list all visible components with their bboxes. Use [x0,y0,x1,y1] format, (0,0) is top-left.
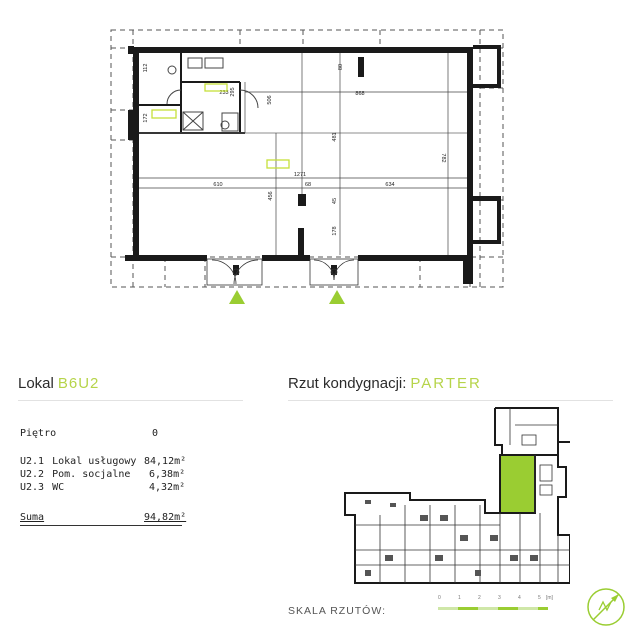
scale-bar: 0 1 2 3 4 5 [m] [438,595,554,610]
entrance-doors [206,258,359,286]
room-row: U2.1 Lokal usługowy 84,12m² [20,456,186,467]
room-code: U2.3 [20,482,45,493]
dim-295: 295 [230,87,236,96]
dim-634: 634 [385,182,394,188]
room-name: WC [52,482,65,493]
floor-plan-label: Rzut kondygnacji: [288,375,407,392]
room-label-u23 [151,109,177,119]
room-label-u22 [204,83,228,92]
dim-868: 868 [355,91,364,97]
north-compass-icon [587,588,625,626]
room-code: U2.1 [20,456,45,467]
dim-1271: 1271 [294,172,306,178]
dim-481: 481 [332,132,338,141]
dim-172: 172 [143,113,149,122]
sum-row: Suma [20,512,44,523]
dim-112: 112 [143,64,149,73]
room-area: 4,32m² [149,482,186,493]
walls [125,45,501,284]
dim-68: 68 [305,182,311,188]
scale-tick: 4 [518,595,521,601]
room-label-u21 [266,159,290,169]
sum-value: 94,82m² [144,512,187,523]
scale-tick: 1 [458,595,461,601]
room-area: 6,38m² [149,469,186,480]
dim-80: 80 [338,64,344,70]
room-row: U2.3 WC 4,32m² [20,482,185,493]
sum-label: Suma [20,512,45,523]
unit-info-table: Piętro 0 U2.1 Lokal usługowy 84,12m² U2.… [20,428,240,538]
room-name: Lokal usługowy [52,456,137,467]
highlighted-unit [499,454,536,514]
dim-456: 456 [268,191,274,200]
dim-506: 506 [267,95,273,104]
dim-45: 45 [332,198,338,204]
entrance-arrow-2-icon [329,290,345,304]
floor-plan-drawing: 610 634 1271 868 68 233 782 456 481 506 … [110,29,504,304]
room-row: U2.2 Pom. socjalne 6,38m² [20,469,185,480]
divider-left [18,400,243,401]
room-labels [151,83,290,169]
scale-label: SKALA RZUTÓW: [288,605,386,617]
building-overview [344,407,570,584]
floor-plan-title: Rzut kondygnacji:PARTER [288,375,482,392]
dim-610: 610 [213,182,222,188]
floor-row-value: 0 [152,428,159,439]
sum-underline [20,525,182,526]
dim-782: 782 [440,153,446,162]
scale-tick: 2 [478,595,481,601]
divider-right [288,400,613,401]
scale-unit: [m] [546,595,554,601]
dimension-lines [139,53,467,255]
floor-row-label: Piętro [20,428,57,439]
scale-tick: 3 [498,595,501,601]
floor-row: Piętro 0 [20,428,158,439]
room-code: U2.2 [20,469,45,480]
unit-label: Lokal [18,375,54,392]
dim-178: 178 [332,226,338,235]
unit-code: B6U2 [57,375,100,392]
floor-name: PARTER [410,375,482,392]
scale-tick: 0 [438,595,441,601]
dim-233: 233 [219,90,228,96]
scale-tick: 5 [538,595,541,601]
entrance-arrow-1-icon [229,290,245,304]
room-area: 84,12m² [144,456,187,467]
room-name: Pom. socjalne [52,469,131,480]
